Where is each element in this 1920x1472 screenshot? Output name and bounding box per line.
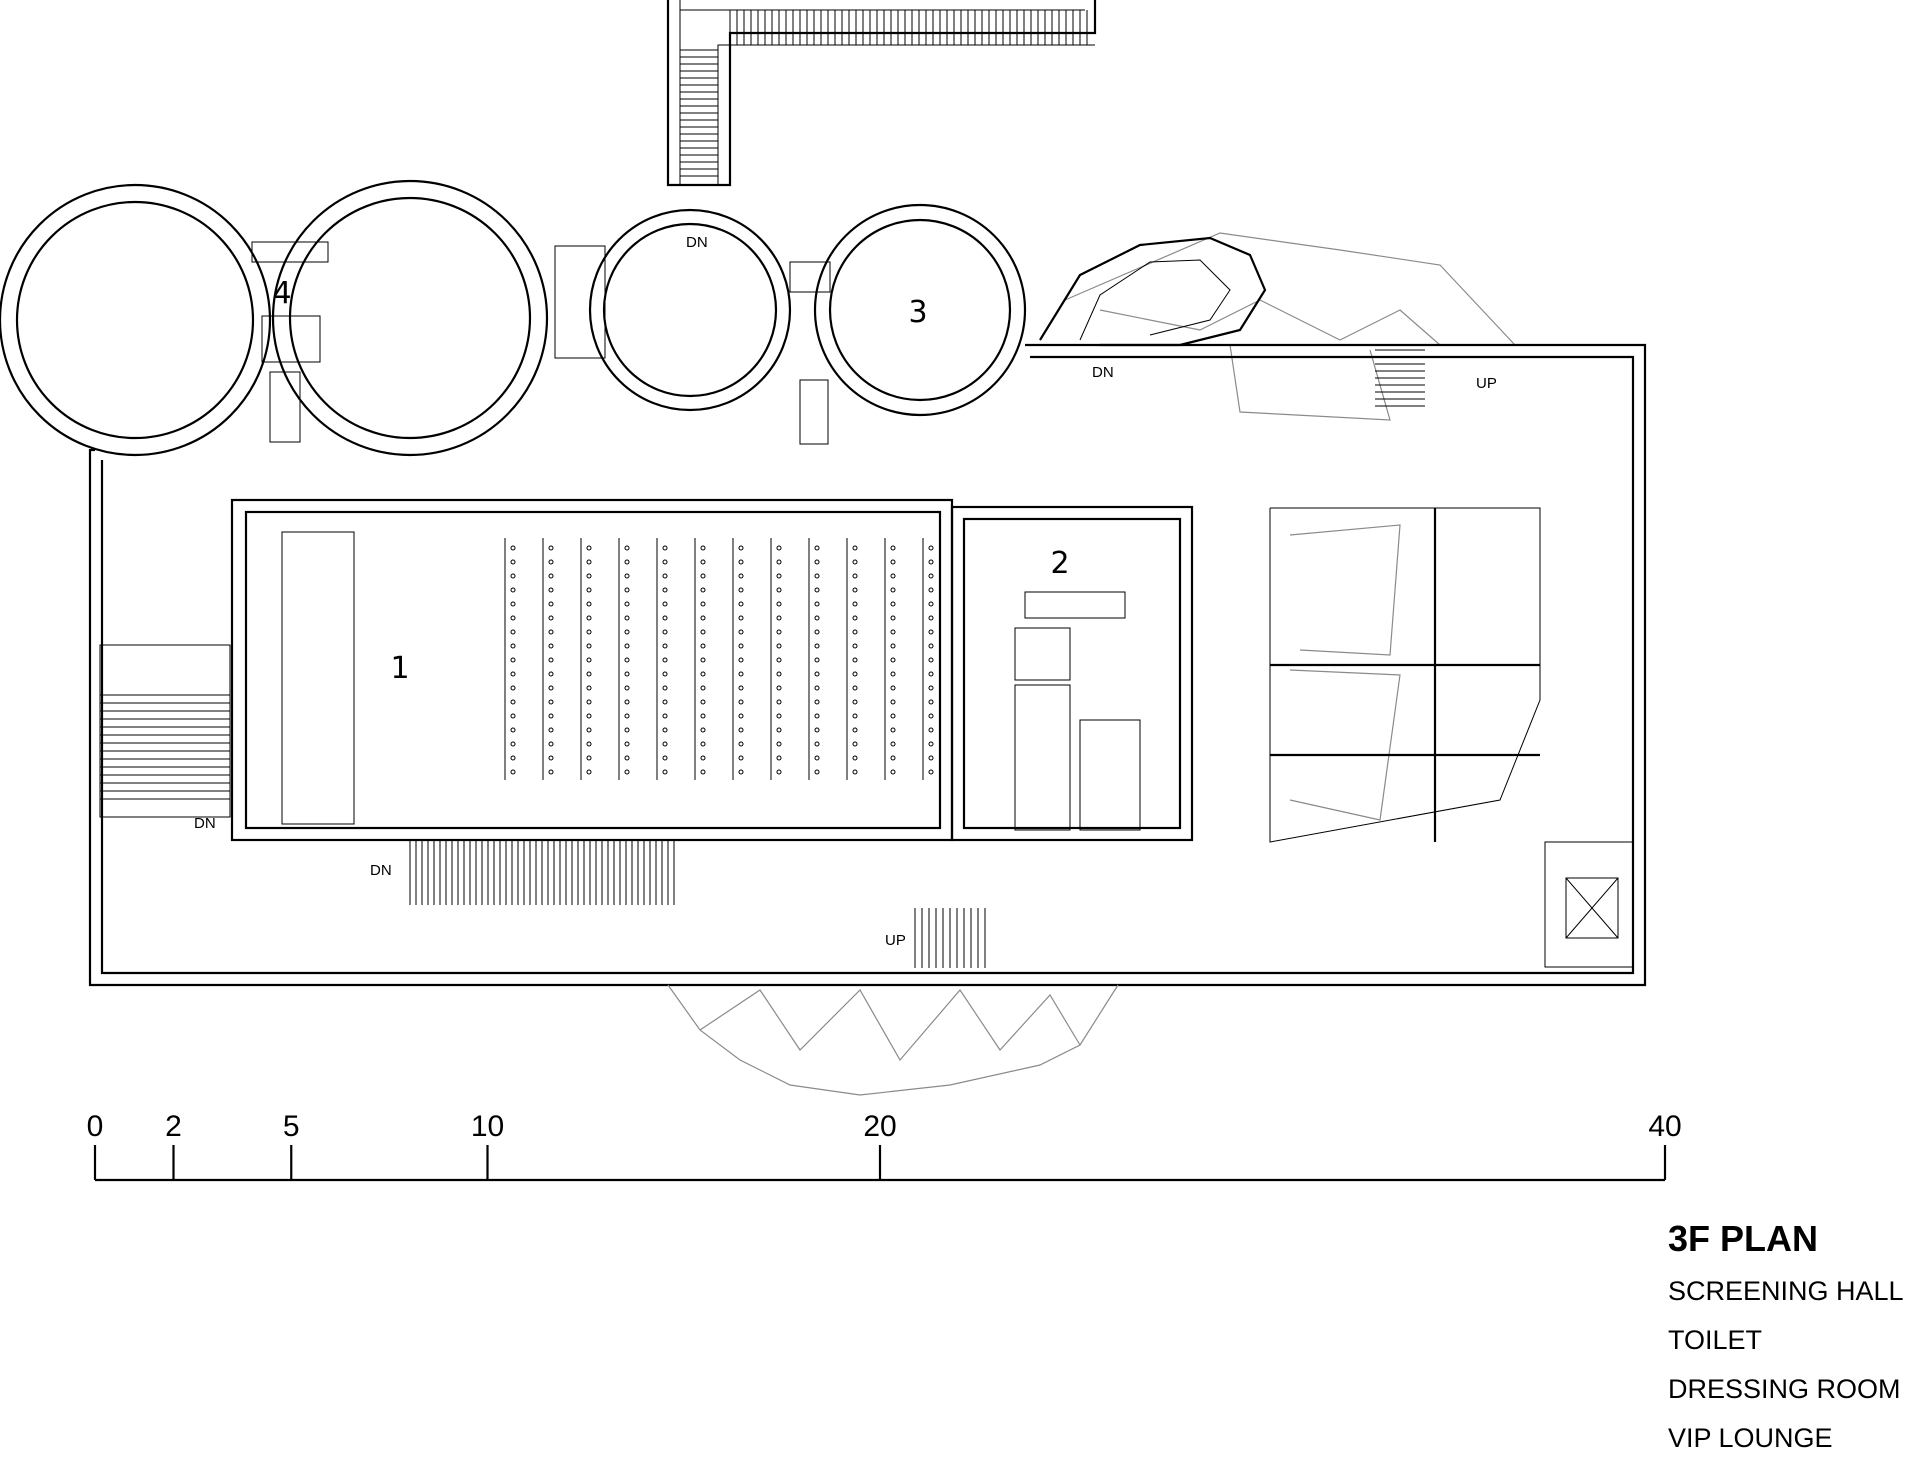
scale-tick-label: 2 — [165, 1110, 182, 1143]
legend-item-screening-hall: SCREENING HALL — [1668, 1276, 1904, 1306]
screening-hall — [230, 498, 954, 842]
room-label-1: 1 — [390, 651, 409, 686]
building-outline — [88, 343, 1647, 987]
room-label-2: 2 — [1050, 546, 1069, 581]
stair-dn-top: DN — [686, 234, 708, 251]
scale-tick-label: 20 — [863, 1110, 896, 1143]
scale-tick-label: 10 — [471, 1110, 504, 1143]
scale-bar: 0 2 5 10 20 40 — [87, 1110, 1682, 1182]
stair-dn-west: DN — [194, 815, 216, 832]
east-stair-canopy — [1039, 232, 1517, 421]
scale-tick-label: 40 — [1648, 1110, 1681, 1143]
toilet-block — [950, 505, 1194, 842]
stair-dn-east: DN — [1092, 364, 1114, 381]
room-3-pods — [588, 203, 1027, 445]
stair-dn-south: DN — [370, 862, 392, 879]
room-label-3: 3 — [908, 295, 927, 330]
south-canopy — [667, 984, 1119, 1096]
scale-tick-label: 5 — [283, 1110, 300, 1143]
vip-lounge — [1269, 507, 1541, 843]
legend-item-vip-lounge: VIP LOUNGE — [1668, 1423, 1833, 1453]
stair-up-east: UP — [1476, 375, 1497, 392]
room-4-pods — [0, 179, 606, 457]
room-label-4: 4 — [272, 276, 291, 311]
north-stair — [666, 0, 1097, 187]
scale-tick-label: 0 — [87, 1110, 104, 1143]
plan-title: 3F PLAN — [1668, 1218, 1819, 1259]
legend-item-toilet: TOILET — [1668, 1325, 1763, 1355]
stair-up-south: UP — [885, 932, 906, 949]
legend: 3F PLAN SCREENING HALL TOILET DRESSING R… — [1668, 1218, 1908, 1472]
legend-item-dressing-room: DRESSING ROOM — [1668, 1374, 1901, 1404]
core — [99, 644, 1634, 968]
